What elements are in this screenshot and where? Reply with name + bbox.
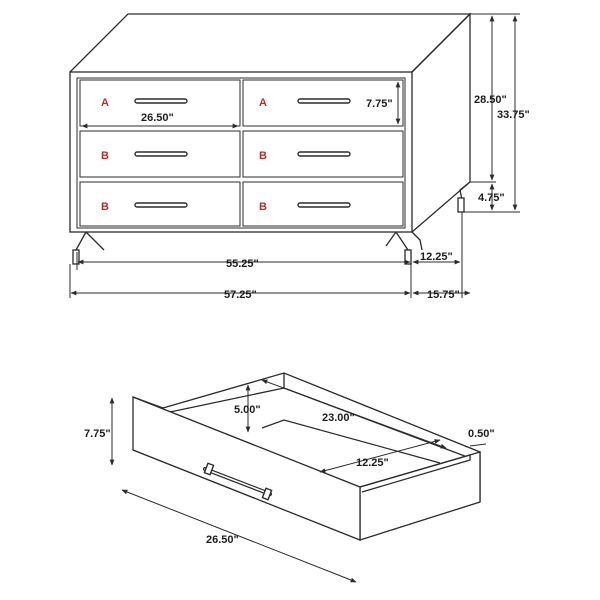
leg-foot [72,249,80,265]
drawer-left-inner [169,387,285,413]
drawer-handle [134,151,188,157]
dresser-drawing: A A B B B B 26.50" 7.75" 28.50" 33 [69,12,530,301]
dim-case-height: 28.50" [474,94,507,106]
leg-foot [457,197,465,213]
dim-inner-depth: 23.00" [322,412,355,424]
dim-front-height: 7.75" [84,428,111,440]
drawer-label: B [101,201,109,213]
drawer-label: B [259,201,267,213]
drawer-front-b-left-1[interactable] [79,130,241,178]
dim-side-thickness: 0.50" [468,428,495,440]
dim-overall-depth: 15.75" [427,289,460,301]
dim-drawer-height: 7.75" [366,98,393,110]
dresser-side [411,12,471,233]
drawer-front-b-right-1[interactable] [242,130,404,178]
dresser-inner-frame [76,77,406,229]
drawer-handle [297,202,351,208]
drawer-front-b-right-2[interactable] [242,181,404,227]
drawer-label: A [259,97,267,109]
drawer-handle [297,151,351,157]
dim-leg-height: 4.75" [478,192,505,204]
dim-leg-depth: 12.25" [420,251,453,263]
drawer-handle [297,98,351,104]
drawer-label: B [259,150,267,162]
drawer-drawing: 7.75" 5.00" 23.00" 12.25" 0.50" 26.50" [84,372,495,583]
dim-inner-height: 5.00" [234,404,261,416]
drawer-label: B [101,150,109,162]
dim-drawer-width: 26.50" [141,112,174,124]
dim-overall-width: 57.25" [224,289,257,301]
dim-inner-width: 55.25" [226,258,259,270]
dim-inner-width: 12.25" [356,457,389,469]
dim-overall-height: 33.75" [497,109,530,121]
drawer-handle [134,98,188,104]
drawer-front-a-right[interactable] [242,79,404,127]
dresser-front [69,71,413,233]
drawer-handle [134,202,188,208]
drawer-bottom-line [261,419,441,464]
dim-front-width: 26.50" [206,534,239,546]
drawer-front-b-left-2[interactable] [79,181,241,227]
drawer-label: A [101,97,109,109]
dresser-top [69,13,472,73]
